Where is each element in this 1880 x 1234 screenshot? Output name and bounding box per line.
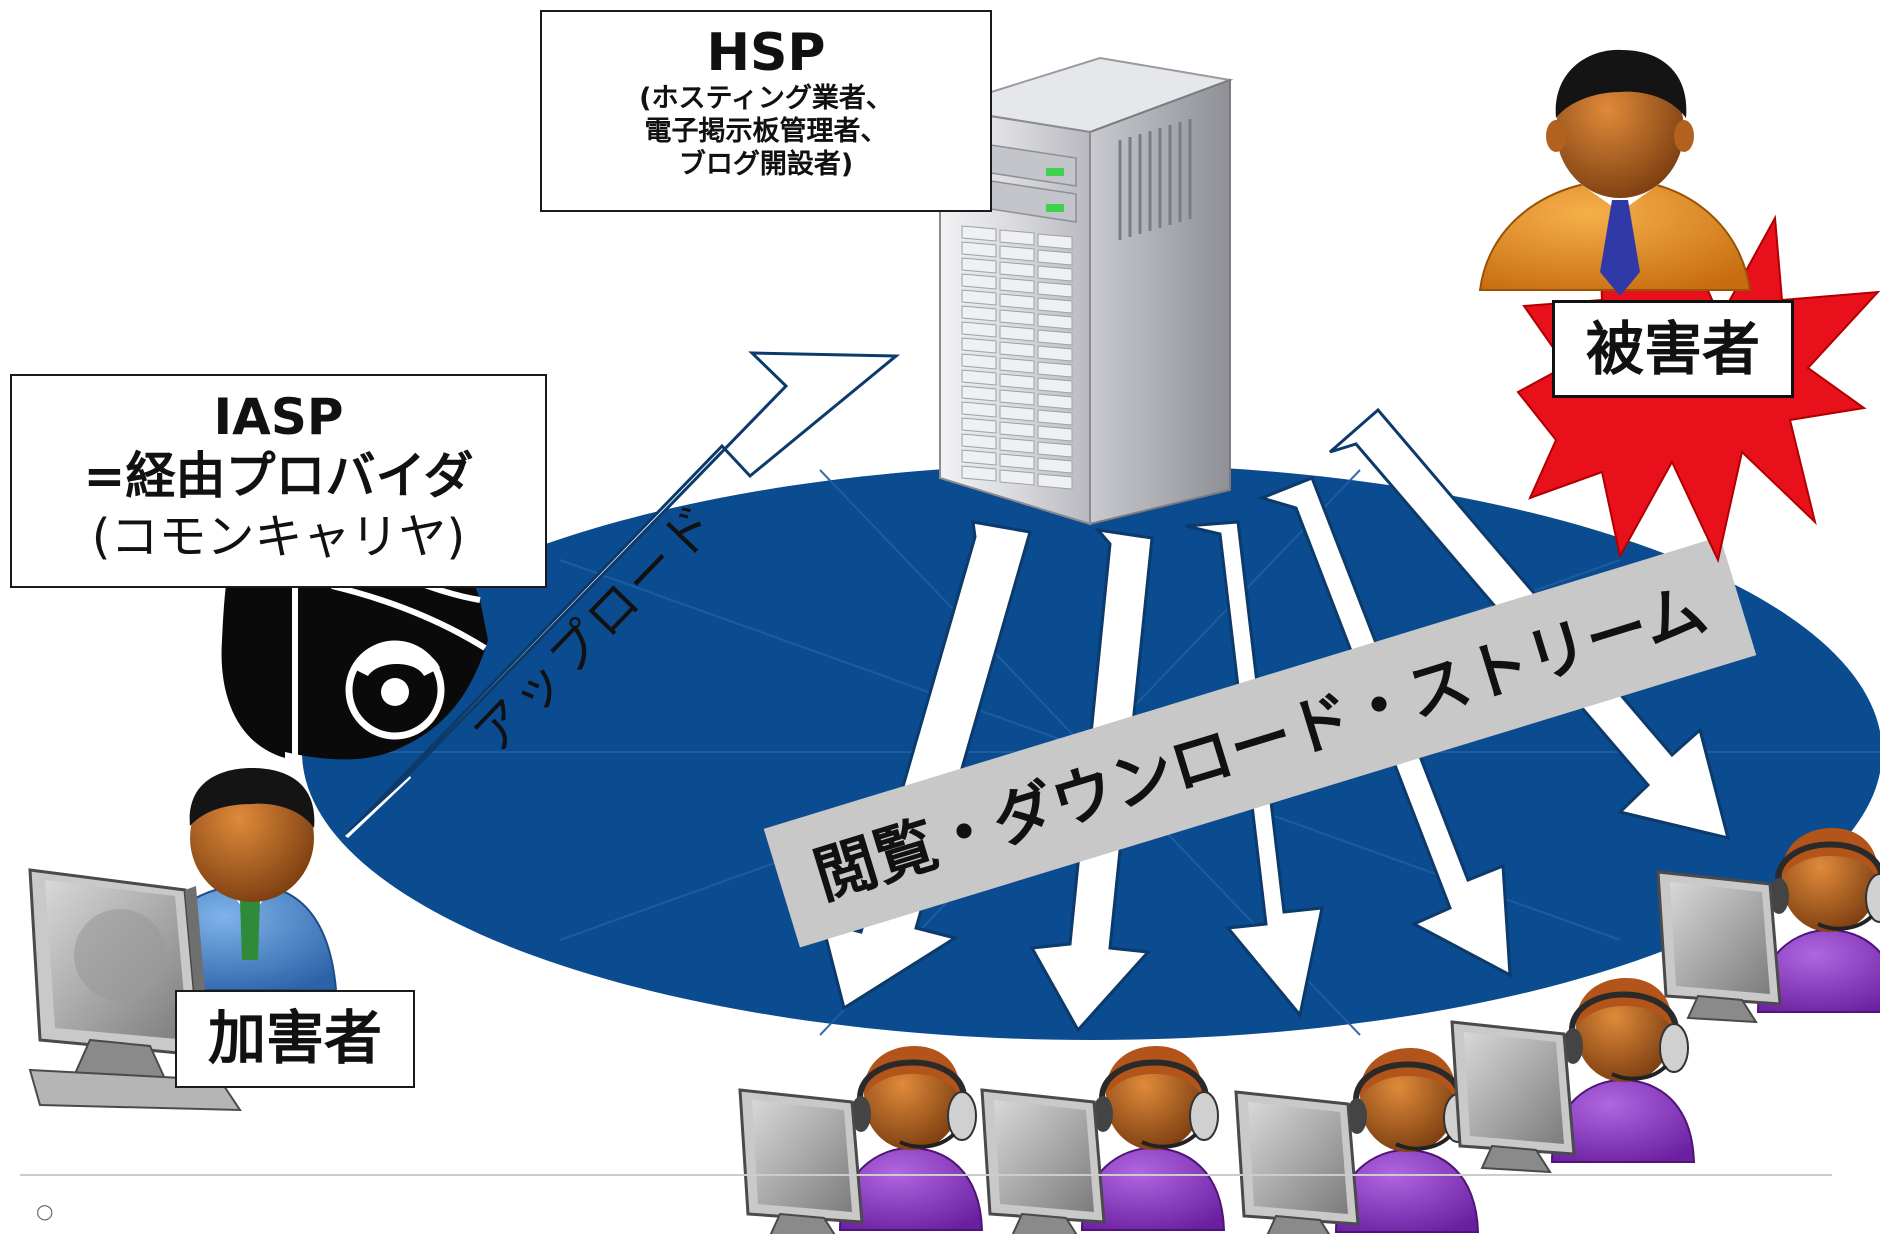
headset-user-icon	[1450, 978, 1696, 1174]
iasp-title: IASP	[213, 388, 344, 446]
slide-marker: ○	[36, 1199, 54, 1223]
iasp-subtitle: =経由プロバイダ	[83, 447, 474, 505]
hsp-box: HSP (ホスティング業者、 電子掲示板管理者、 ブログ開設者)	[540, 10, 992, 212]
offender-label: 加害者	[175, 990, 415, 1088]
victim-label-text: 被害者	[1585, 315, 1760, 383]
person-at-computer-icon	[28, 768, 338, 1112]
hsp-line-1: (ホスティング業者、	[639, 83, 893, 114]
hsp-line-3: ブログ開設者)	[678, 149, 854, 180]
hsp-title: HSP	[706, 23, 826, 83]
headset-user-icon	[1234, 1048, 1480, 1234]
upload-arrow	[345, 351, 901, 838]
headset-user-icon	[1656, 828, 1880, 1024]
server-tower-icon	[939, 56, 1234, 526]
headset-user-icon	[738, 1046, 984, 1234]
headset-user-icon	[980, 1046, 1226, 1234]
download-arrow-1	[819, 520, 1032, 1011]
victim-label: 被害者	[1552, 300, 1794, 398]
hsp-line-2: 電子掲示板管理者、	[644, 116, 888, 147]
offender-label-text: 加害者	[207, 1004, 382, 1072]
iasp-box: IASP =経由プロバイダ (コモンキャリヤ)	[10, 374, 547, 588]
iasp-note: (コモンキャリヤ)	[91, 509, 466, 565]
viewers-group	[738, 828, 1880, 1234]
businessman-icon	[1478, 49, 1752, 296]
